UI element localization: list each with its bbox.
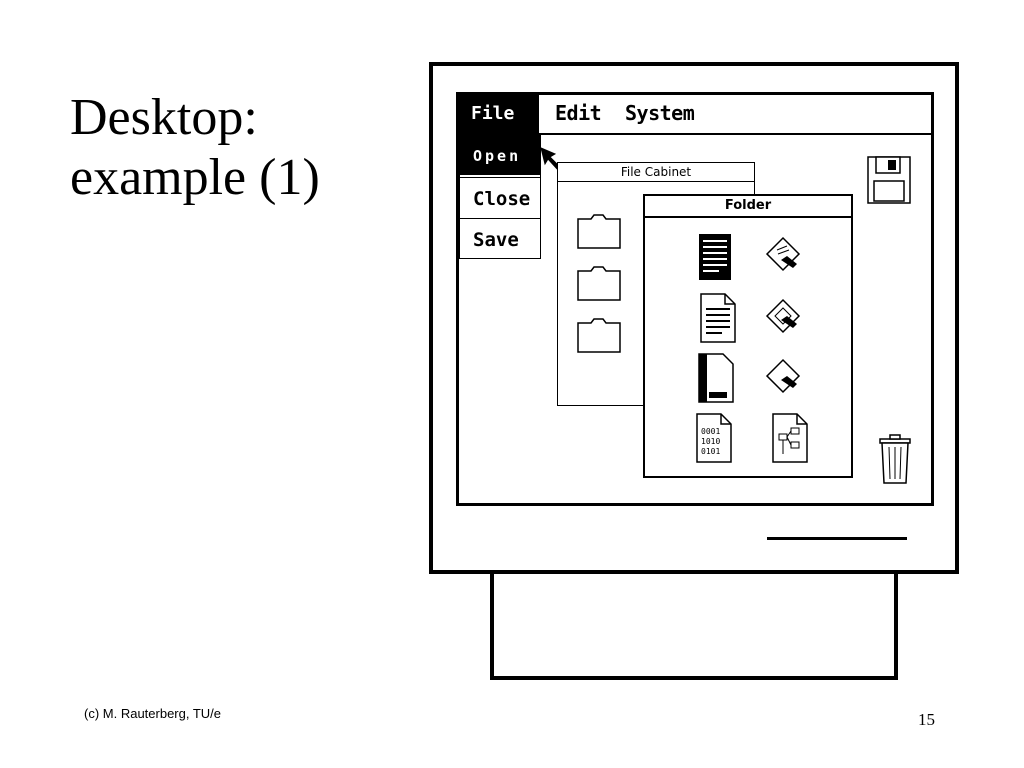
drive-slot	[767, 537, 907, 540]
footer-credit: (c) M. Rauterberg, TU/e	[84, 706, 222, 721]
graphics-document-icon[interactable]	[763, 292, 803, 344]
folder-window[interactable]: Folder	[643, 194, 853, 478]
menu-file-label: File	[471, 103, 515, 124]
menu-item-save[interactable]: Save	[460, 218, 540, 259]
text-document-icon[interactable]	[695, 232, 735, 284]
floppy-disk-icon[interactable]	[866, 155, 912, 205]
binary-row-1: 0001	[701, 427, 720, 436]
bound-document-icon[interactable]	[697, 352, 737, 404]
slide-title-line-2: example (1)	[70, 149, 320, 206]
menu-item-close-label: Close	[473, 188, 531, 210]
file-cabinet-title[interactable]: File Cabinet	[558, 163, 754, 182]
chart-document-icon[interactable]	[771, 412, 811, 464]
menu-system[interactable]: System	[625, 101, 695, 125]
slide-title: Desktop: example (1)	[70, 88, 320, 208]
menu-item-close[interactable]: Close	[460, 177, 540, 218]
drawing-document-icon[interactable]	[763, 232, 803, 284]
slide-title-line-1: Desktop:	[70, 89, 258, 146]
folder-title[interactable]: Folder	[645, 196, 851, 218]
file-menu-dropdown: Open Close Save	[459, 135, 541, 259]
folder-icon[interactable]	[577, 265, 621, 301]
page-number: 15	[918, 710, 935, 729]
folder-icon[interactable]	[577, 317, 621, 353]
binary-document-icon[interactable]: 0001 1010 0101	[695, 412, 735, 464]
menu-file[interactable]: File	[459, 95, 539, 133]
menu-item-save-label: Save	[473, 229, 519, 251]
page-document-icon[interactable]	[699, 292, 739, 344]
menu-edit[interactable]: Edit	[555, 101, 602, 125]
binary-row-3: 0101	[701, 447, 720, 456]
menu-item-open-label: Open	[473, 147, 522, 165]
sketch-document-icon[interactable]	[763, 352, 803, 404]
folder-icon[interactable]	[577, 213, 621, 249]
menu-bar: File Edit System	[459, 95, 931, 135]
trash-can-icon[interactable]	[878, 433, 912, 485]
binary-row-2: 1010	[701, 437, 720, 446]
monitor-base	[490, 574, 898, 680]
menu-item-open[interactable]: Open	[460, 135, 540, 175]
